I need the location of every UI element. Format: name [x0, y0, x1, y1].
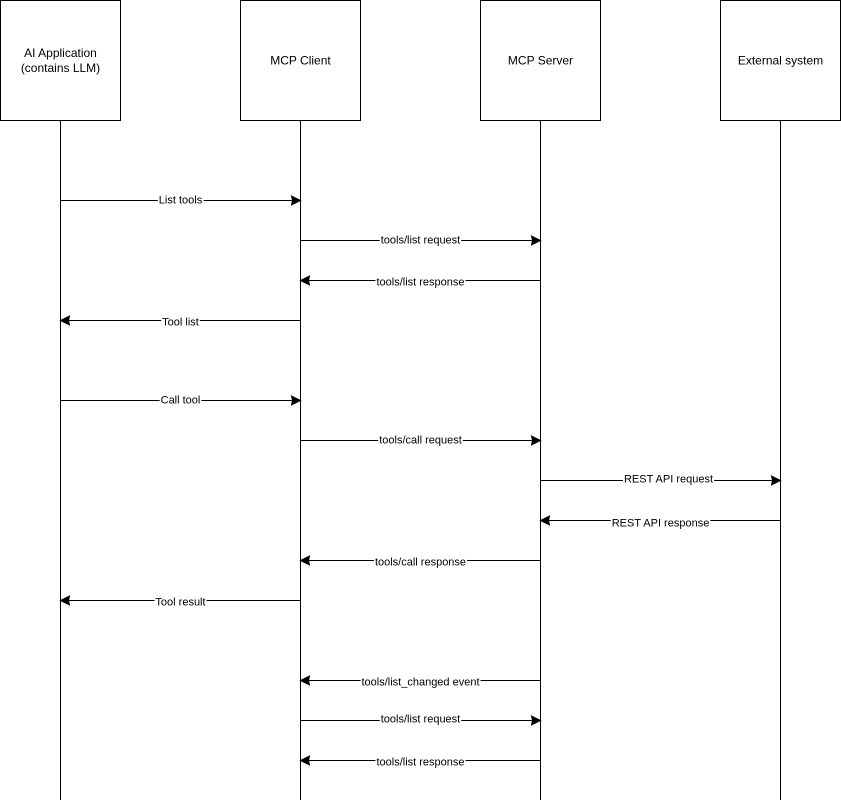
message-label-background	[159, 394, 202, 407]
messages: List tools tools/list request tools/list r…	[59, 194, 782, 769]
message-label: tools/list response	[376, 277, 464, 289]
message-label-background	[375, 276, 466, 289]
message-label: tools/list request	[381, 714, 460, 726]
arrowhead	[530, 435, 542, 446]
message-arrow: Tool result	[59, 595, 301, 609]
message-label-background	[379, 713, 462, 726]
message-label-background	[161, 316, 200, 329]
message-label: tools/call response	[375, 557, 466, 569]
participant-mcp-client: MCP Client	[240, 0, 361, 121]
participant-box	[240, 0, 361, 121]
message-label: Tool result	[155, 597, 205, 609]
lifelines	[60, 120, 781, 800]
message-arrow: REST API response	[539, 515, 781, 530]
message-arrow: tools/list response	[299, 275, 541, 289]
message-label-background	[375, 756, 466, 769]
arrowhead	[290, 195, 302, 206]
participant-label: External system	[738, 54, 823, 68]
participant-label: MCP Server	[508, 54, 573, 68]
participant-label: AI Application	[24, 46, 97, 60]
message-label-background	[157, 194, 204, 207]
message-label: List tools	[159, 195, 203, 207]
participant-ai-app: AI Application(contains LLM)	[0, 0, 121, 121]
message-arrow: tools/call request	[300, 434, 542, 447]
message-label: tools/list_changed event	[361, 677, 479, 689]
arrowhead	[59, 315, 71, 326]
message-arrow: REST API request	[540, 473, 782, 486]
message-label-background	[610, 517, 711, 530]
message-arrow: tools/list response	[299, 755, 541, 769]
message-label: REST API request	[624, 474, 713, 486]
message-arrow: Call tool	[60, 394, 302, 407]
message-label-background	[373, 556, 468, 569]
message-arrow: tools/call response	[299, 555, 541, 569]
message-label: Tool list	[162, 317, 199, 329]
message-arrow: tools/list_changed event	[299, 675, 541, 689]
message-label: REST API response	[612, 518, 710, 530]
arrowhead	[299, 275, 311, 286]
message-label-background	[379, 234, 462, 247]
participant-mcp-server: MCP Server	[480, 0, 601, 121]
message-label: tools/call request	[379, 435, 462, 447]
arrowhead	[59, 595, 71, 606]
arrowhead	[299, 555, 311, 566]
arrowhead	[299, 675, 311, 686]
arrowhead	[539, 515, 551, 526]
message-label: tools/list request	[381, 235, 460, 247]
message-label-background	[154, 596, 207, 609]
participants: AI Application(contains LLM) MCP Client MC…	[0, 0, 841, 121]
arrowhead	[530, 715, 542, 726]
arrowhead	[530, 235, 542, 246]
message-arrow: tools/list request	[300, 713, 542, 726]
message-arrow: tools/list request	[300, 234, 542, 247]
message-label-background	[378, 434, 463, 447]
message-label-background	[622, 473, 715, 486]
arrowhead	[290, 395, 302, 406]
participant-box	[720, 0, 841, 121]
arrowhead	[770, 475, 782, 486]
participant-label: (contains LLM)	[21, 61, 100, 75]
participant-label: MCP Client	[270, 54, 331, 68]
message-arrow: List tools	[60, 194, 302, 207]
participant-box	[480, 0, 601, 121]
message-label: Call tool	[161, 395, 201, 407]
participant-box	[0, 0, 121, 121]
participant-external: External system	[720, 0, 841, 121]
message-label-background	[360, 676, 481, 689]
arrowhead	[299, 755, 311, 766]
message-arrow: Tool list	[59, 315, 301, 329]
message-label: tools/list response	[376, 757, 464, 769]
